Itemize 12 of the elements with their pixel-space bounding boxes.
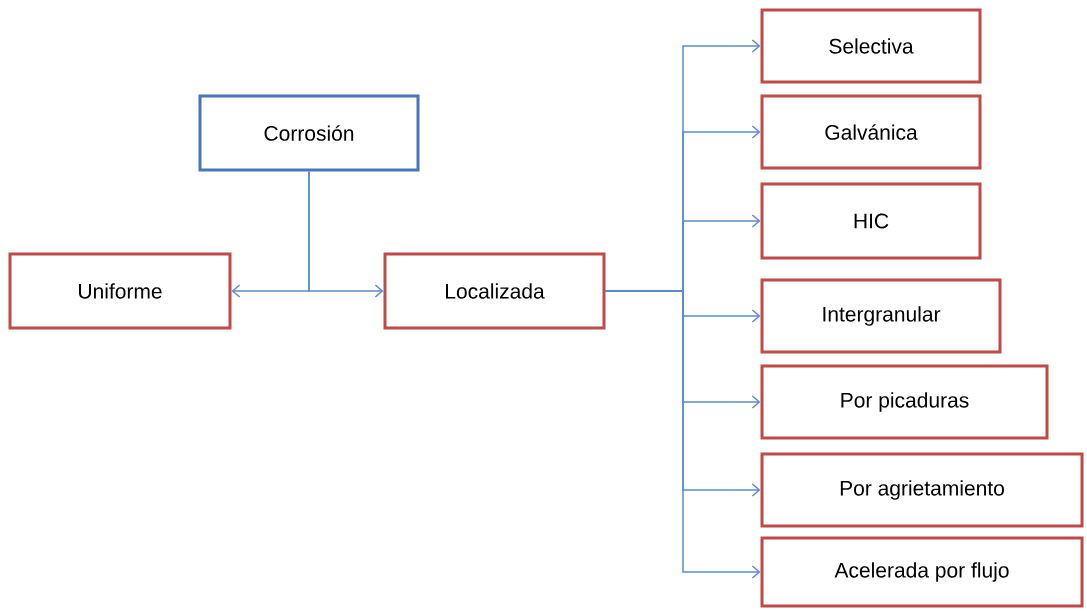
- category-box: Uniforme: [8, 252, 232, 330]
- type-box: Por picaduras: [760, 364, 1049, 440]
- arrow: [604, 290, 761, 579]
- arrow: [308, 170, 384, 298]
- type-box: Intergranular: [760, 278, 1002, 354]
- type-box: HIC: [760, 182, 982, 260]
- type-box: Por agrietamiento: [760, 452, 1084, 528]
- root-box: Corrosión: [198, 94, 420, 172]
- type-box: Galvánica: [760, 94, 982, 170]
- category-box: Localizada: [383, 252, 606, 330]
- type-box: Acelerada por flujo: [760, 536, 1084, 608]
- type-box: Selectiva: [760, 8, 982, 84]
